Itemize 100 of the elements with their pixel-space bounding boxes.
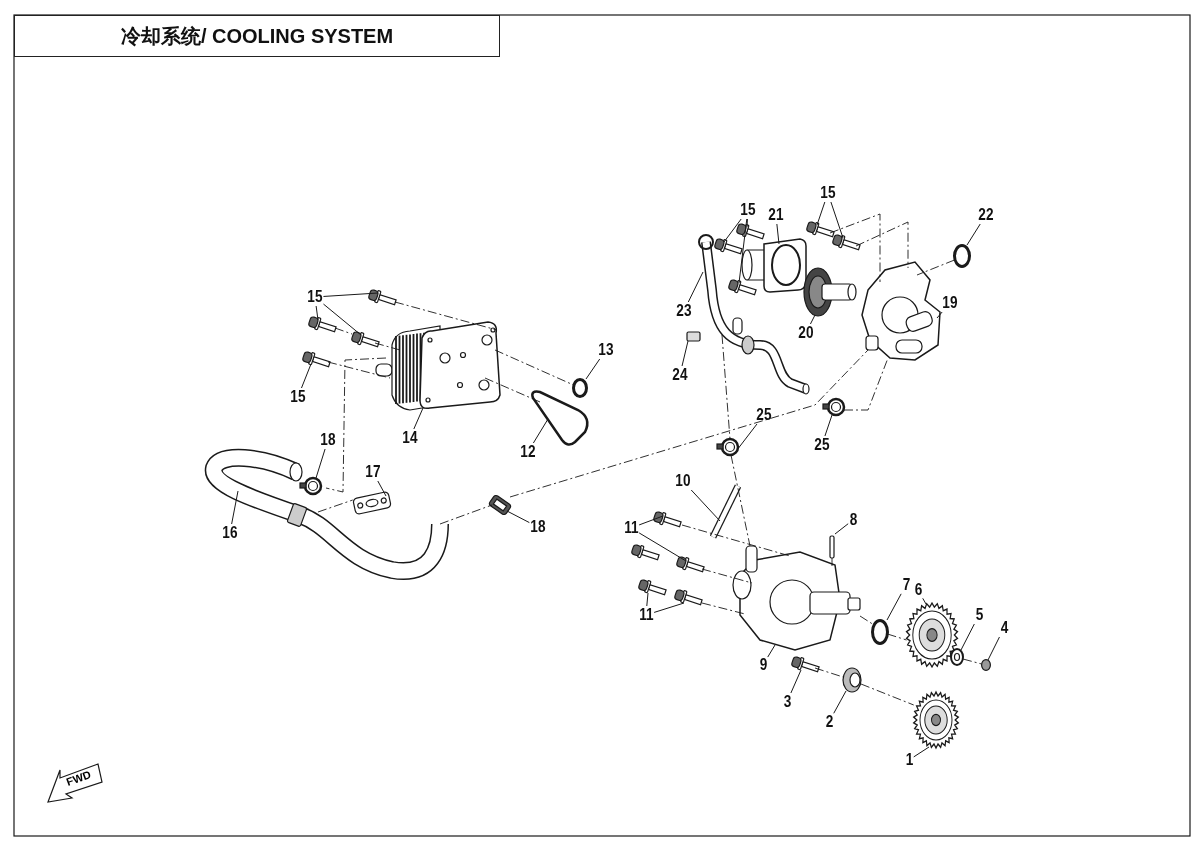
leader-line [816, 201, 826, 226]
leader-line [936, 311, 943, 319]
callout-number: 25 [814, 437, 830, 453]
leader-line [322, 303, 362, 336]
leader-line [966, 223, 981, 246]
assembly-line [859, 615, 873, 625]
gasket [531, 390, 589, 446]
bolt [307, 315, 337, 333]
callout-number: 3 [783, 694, 791, 710]
assembly-line [860, 683, 915, 706]
callout-number: 15 [307, 289, 323, 305]
leader-line [886, 593, 902, 621]
leader-line [646, 592, 649, 607]
callout-number: 23 [676, 303, 692, 319]
callout-number: 1 [905, 752, 913, 768]
nut [981, 659, 991, 671]
callout-number: 5 [975, 607, 983, 623]
callout-number: 18 [530, 519, 546, 535]
fwd-arrow-sign [46, 760, 104, 804]
o-ring [871, 619, 889, 645]
assembly-line [916, 259, 955, 276]
title-text: 冷却系统/ COOLING SYSTEM [120, 23, 394, 49]
leader-line [585, 358, 601, 380]
o-ring [953, 244, 971, 268]
callout-number: 13 [598, 342, 614, 358]
assembly-line [855, 221, 909, 269]
callout-number: 15 [820, 185, 836, 201]
assembly-line [509, 349, 869, 498]
assembly-line [334, 327, 353, 335]
bolt [630, 543, 660, 561]
callout-number: 16 [222, 525, 238, 541]
assembly-line [327, 361, 391, 379]
leader-line [833, 690, 847, 714]
leader-line [830, 201, 844, 239]
leader-line [776, 223, 780, 245]
assembly-line [484, 377, 541, 403]
leader-line [506, 510, 530, 524]
leader-line [960, 623, 975, 651]
callout-number: 9 [759, 657, 767, 673]
assembly-line [829, 213, 881, 283]
bolt [652, 510, 682, 528]
leader-line [300, 363, 312, 389]
thermostat-housing [861, 261, 941, 361]
callout-number: 21 [768, 207, 784, 223]
leader-line [809, 314, 816, 325]
assembly-line [394, 301, 498, 331]
callout-number: 11 [638, 607, 654, 623]
callout-number: 22 [978, 207, 994, 223]
leader-line [790, 669, 802, 694]
callout-number: 4 [1000, 620, 1008, 636]
assembly-line [887, 633, 907, 641]
bolt [673, 588, 703, 606]
pipe-rod [709, 484, 742, 539]
o-ring [572, 378, 588, 398]
bolt [790, 655, 820, 673]
water-hose [204, 448, 449, 580]
leader-line [690, 489, 721, 522]
washer [950, 648, 964, 666]
callout-number: 18 [320, 432, 336, 448]
callout-number: 20 [798, 325, 814, 341]
callout-number: 15 [290, 389, 306, 405]
bolt [637, 578, 667, 596]
leader-line [413, 407, 424, 430]
thermostat [803, 267, 857, 317]
callout-number: 12 [520, 444, 536, 460]
hose-clamp [299, 476, 323, 496]
assembly-line [325, 357, 387, 493]
plug [686, 331, 701, 342]
assembly-line [317, 499, 354, 513]
assembly-line [962, 658, 983, 665]
oil-cooler [375, 321, 501, 411]
leader-line [824, 414, 833, 437]
leader-line [315, 305, 319, 321]
callout-number: 17 [365, 464, 381, 480]
leader-line [638, 515, 664, 526]
assembly-line [701, 568, 753, 584]
leader-line [834, 523, 849, 535]
dowel-pin [829, 535, 835, 559]
callout-number: 8 [849, 512, 857, 528]
bolt [367, 288, 397, 306]
gear [912, 690, 960, 750]
assembly-line [681, 524, 791, 557]
leader-line [987, 636, 1000, 661]
bolt [350, 330, 380, 348]
leader-line [767, 644, 776, 658]
leader-line [315, 448, 326, 479]
assembly-line [814, 667, 844, 678]
bolt [301, 350, 331, 368]
leader-line [736, 423, 758, 451]
leader-line [681, 340, 689, 367]
bolt [675, 555, 705, 573]
assembly-line [831, 557, 833, 567]
assembly-line [721, 334, 731, 440]
leader-line [653, 602, 685, 613]
water-pump-housing [732, 545, 861, 651]
assembly-line [494, 349, 574, 386]
callout-number: 11 [623, 520, 639, 536]
leader-line [922, 597, 927, 605]
bushing [842, 667, 862, 693]
assembly-line [439, 504, 493, 525]
